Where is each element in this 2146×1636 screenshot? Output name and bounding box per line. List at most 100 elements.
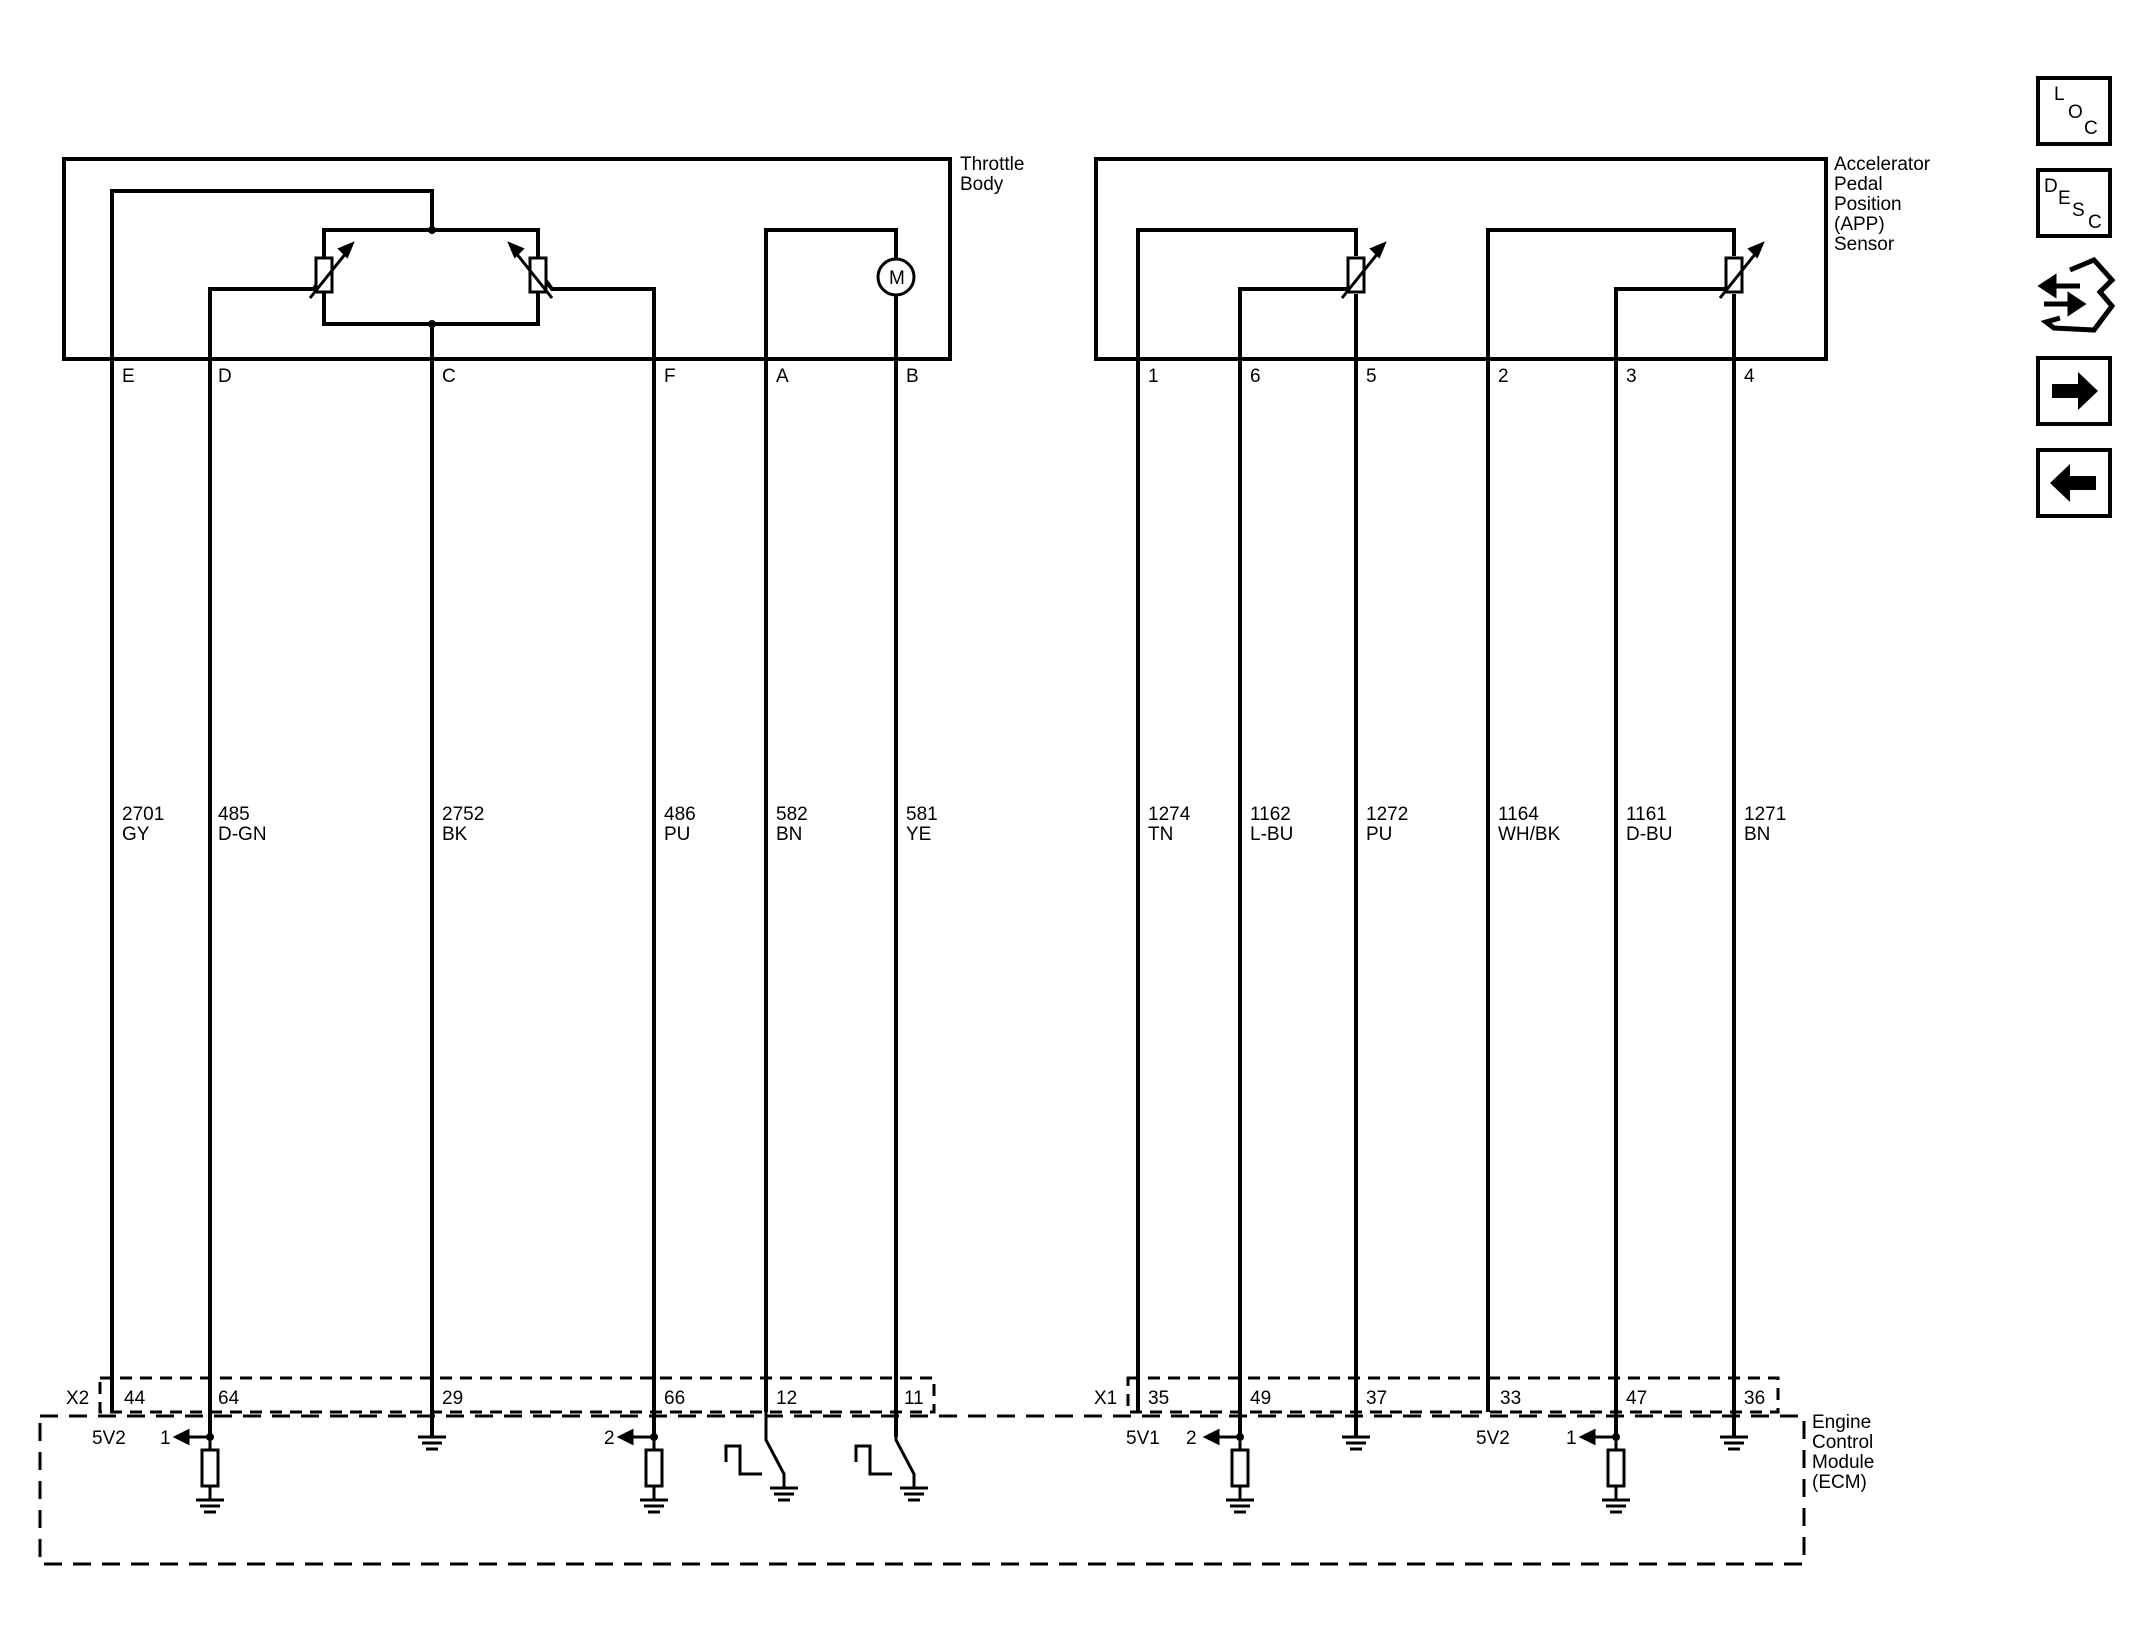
app-pin-3: 3: [1626, 366, 1637, 387]
ecm-5v1-app: 5V1: [1126, 1428, 1160, 1449]
app-color-PU: PU: [1366, 824, 1392, 845]
tb-pin-D: D: [218, 366, 232, 387]
app-pin-6: 6: [1250, 366, 1261, 387]
app-circuit-1161: 1161: [1626, 804, 1667, 825]
pulldown-resistor: [1606, 1448, 1626, 1488]
connector-x1-box: [1126, 1376, 1780, 1414]
ecm-pin-49: 49: [1250, 1388, 1271, 1409]
connector-icon[interactable]: [2037, 257, 2116, 333]
tb-pin-F: F: [664, 366, 676, 387]
app-pin-1: 1: [1148, 366, 1159, 387]
app-label-5: Sensor: [1834, 234, 1895, 255]
app-label-2: Pedal: [1834, 174, 1883, 195]
pulldown-resistor: [644, 1448, 664, 1488]
svg-text:S: S: [2072, 200, 2085, 221]
ecm-label-4: (ECM): [1812, 1472, 1867, 1493]
tb-circuit-581: 581: [906, 804, 938, 825]
tb-circuit-485: 485: [218, 804, 250, 825]
tb-circuit-582: 582: [776, 804, 808, 825]
app-label-4: (APP): [1834, 214, 1885, 235]
tb-pin-E: E: [122, 366, 135, 387]
tb-circuit-2752: 2752: [442, 804, 484, 825]
svg-text:E: E: [2058, 188, 2071, 209]
app-color-TN: TN: [1148, 824, 1173, 845]
app-pin-5: 5: [1366, 366, 1377, 387]
tb-color-GY: GY: [122, 824, 150, 845]
tb-color-BN: BN: [776, 824, 802, 845]
app-circuit-1272: 1272: [1366, 804, 1408, 825]
app-sig2-loop: [1614, 287, 1728, 1437]
app-pin-2: 2: [1498, 366, 1509, 387]
app-color-WHBK: WH/BK: [1498, 824, 1561, 845]
tb-pin-C: C: [442, 366, 456, 387]
app-color-DBU: D-BU: [1626, 824, 1672, 845]
app-circuit-1162: 1162: [1250, 804, 1291, 825]
ecm-pin-66: 66: [664, 1388, 685, 1409]
ecm-box: [38, 1414, 1806, 1566]
tb-pin-B: B: [906, 366, 919, 387]
pulldown-resistor: [200, 1448, 220, 1488]
throttle-body-label-2: Body: [960, 174, 1004, 195]
tb-bridge: [322, 228, 540, 326]
svg-text:L: L: [2054, 84, 2065, 105]
ecm-pin-37: 37: [1366, 1388, 1387, 1409]
ecm-signal2-app: 2: [1186, 1428, 1197, 1449]
svg-text:C: C: [2084, 118, 2098, 139]
loc-button[interactable]: L O C: [2036, 76, 2112, 146]
ecm-pin-11: 11: [904, 1388, 924, 1409]
tb-motor-a: [764, 228, 898, 1412]
ecm-signal2-tb: 2: [604, 1428, 615, 1449]
ecm-pin-33: 33: [1500, 1388, 1521, 1409]
ecm-pin-29: 29: [442, 1388, 463, 1409]
tb-color-PU: PU: [664, 824, 690, 845]
ecm-5v2-tb: 5V2: [92, 1428, 126, 1449]
tb-signal1-loop: [208, 269, 326, 1437]
connector-x2-box: [98, 1376, 936, 1414]
ecm-label-1: Engine: [1812, 1412, 1871, 1433]
connector-x1-label: X1: [1094, 1388, 1117, 1409]
ecm-label-3: Module: [1812, 1452, 1874, 1473]
ecm-signal1-tb: 1: [160, 1428, 171, 1449]
motor-symbol: [876, 257, 916, 297]
ecm-pin-44: 44: [124, 1388, 146, 1409]
arrow-left-icon[interactable]: [2036, 448, 2112, 518]
tb-signal2-loop: [536, 268, 656, 1437]
motor-drivers: [724, 1412, 928, 1502]
tb-circuit-2701: 2701: [122, 804, 164, 825]
ground-symbols: [196, 1435, 1748, 1514]
ecm-label-2: Control: [1812, 1432, 1873, 1453]
app-circuit-1274: 1274: [1148, 804, 1191, 825]
tb-color-YE: YE: [906, 824, 931, 845]
ecm-signal1-app: 1: [1566, 1428, 1577, 1449]
ecm-pin-12: 12: [776, 1388, 797, 1409]
arrow-right-icon[interactable]: [2036, 356, 2112, 426]
app-circuit-1164: 1164: [1498, 804, 1539, 825]
tb-color-BK: BK: [442, 824, 468, 845]
ecm-pin-64: 64: [218, 1388, 240, 1409]
app-color-LBU: L-BU: [1250, 824, 1293, 845]
connector-x2-label: X2: [66, 1388, 89, 1409]
app-ref2-loop: [1486, 228, 1736, 1412]
throttle-body-label-1: Throttle: [960, 154, 1024, 175]
svg-text:O: O: [2068, 102, 2083, 123]
tb-color-DGN: D-GN: [218, 824, 267, 845]
app-sig1-loop: [1238, 287, 1350, 1437]
pulldown-resistor: [1230, 1448, 1250, 1488]
app-label-1: Accelerator: [1834, 154, 1931, 175]
ecm-pin-36: 36: [1744, 1388, 1765, 1409]
svg-text:D: D: [2044, 176, 2058, 197]
throttle-body-box: [62, 157, 952, 361]
tb-circuit-486: 486: [664, 804, 696, 825]
app-circuit-1271: 1271: [1744, 804, 1786, 825]
ecm-5v2-app: 5V2: [1476, 1428, 1510, 1449]
app-ref1-loop: [1136, 228, 1358, 1412]
app-color-BN: BN: [1744, 824, 1770, 845]
app-label-3: Position: [1834, 194, 1902, 215]
desc-button[interactable]: D E S C: [2036, 168, 2112, 238]
app-sensor-box: [1094, 157, 1828, 361]
tb-pin-A: A: [776, 366, 789, 387]
ecm-pin-35: 35: [1148, 1388, 1169, 1409]
app-pin-4: 4: [1744, 366, 1755, 387]
ecm-pin-47: 47: [1626, 1388, 1647, 1409]
